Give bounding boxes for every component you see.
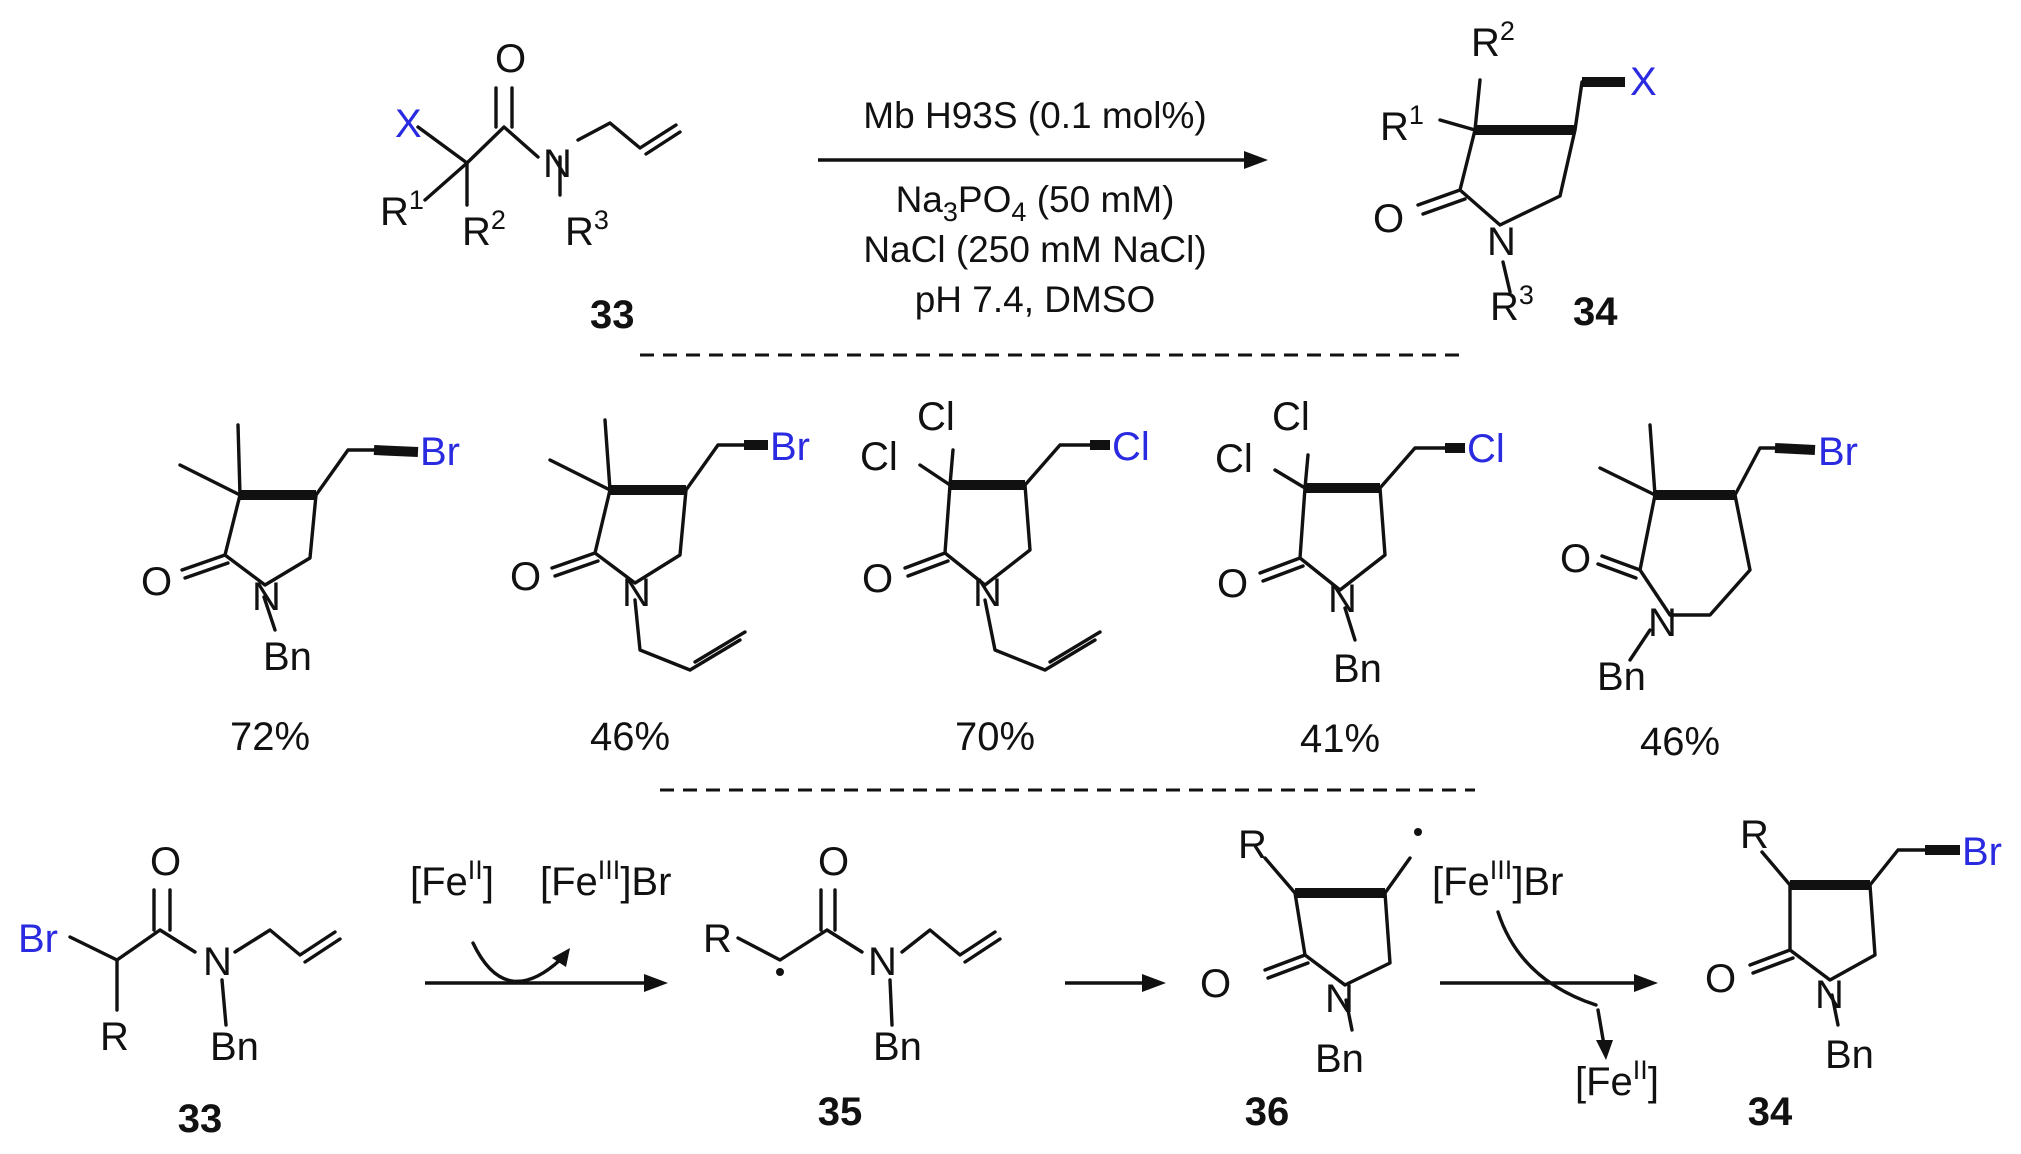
lactam-nitrogen-label: N <box>252 575 281 619</box>
bromine-label: Br <box>770 425 810 469</box>
carbonyl-oxygen-label: O <box>818 840 849 884</box>
mechanism-step-2 <box>1065 974 1166 992</box>
chlorine-label: Cl <box>1467 427 1505 471</box>
lactam-nitrogen-label: N <box>622 571 651 615</box>
carbonyl-oxygen-label: O <box>141 560 172 604</box>
compound-number-36: 36 <box>1245 1090 1290 1134</box>
scope-product-2: Br O N 46% <box>510 418 810 759</box>
carbonyl-oxygen-label: O <box>1560 537 1591 581</box>
lactam-nitrogen-label: N <box>1487 220 1516 264</box>
scope-product-4: Cl Cl Cl O N Bn 41% <box>1215 395 1505 761</box>
substrate-33: X O N R1 R2 R3 33 <box>380 37 682 337</box>
amide-nitrogen-label: N <box>543 142 572 186</box>
iron-ii-label: [FeII] <box>410 855 494 904</box>
r3-label: R3 <box>565 205 609 254</box>
bromine-label: Br <box>420 430 460 474</box>
lactam-nitrogen-label: N <box>973 571 1002 615</box>
yield-3: 70% <box>955 715 1035 759</box>
product-34: X R2 R1 O N R3 34 <box>1373 16 1657 334</box>
bromine-label: Br <box>1962 830 2002 874</box>
yield-1: 72% <box>230 715 310 759</box>
catalyst-label: Mb H93S (0.1 mol%) <box>863 95 1206 136</box>
scope-product-5: Br O N Bn 46% <box>1560 423 1858 764</box>
chlorine-label: Cl <box>860 435 898 479</box>
benzyl-label: Bn <box>873 1025 922 1069</box>
compound-number-34: 34 <box>1573 290 1618 334</box>
carbonyl-oxygen-label: O <box>862 557 893 601</box>
final-product-34: Br R O N Bn 34 <box>1705 813 2002 1134</box>
carbonyl-oxygen-label: O <box>1217 562 1248 606</box>
amide-nitrogen-label: N <box>203 940 232 984</box>
benzyl-label: Bn <box>263 635 312 679</box>
scope-product-3: Cl Cl Cl O N 70% <box>860 395 1150 759</box>
r2-label: R2 <box>1471 16 1515 65</box>
compound-number-35: 35 <box>818 1090 863 1134</box>
buffer-label: Na3PO4 (50 mM) <box>896 179 1175 227</box>
iron-iii-bromide-label: [FeIII]Br <box>1432 855 1563 904</box>
ph-solvent-label: pH 7.4, DMSO <box>915 279 1156 320</box>
compound-number-34: 34 <box>1748 1090 1793 1134</box>
r3-label: R3 <box>1490 280 1534 329</box>
benzyl-label: Bn <box>1597 655 1646 699</box>
carbonyl-oxygen-label: O <box>1705 957 1736 1001</box>
bromine-label: Br <box>18 917 58 961</box>
carbonyl-oxygen-label: O <box>1373 197 1404 241</box>
amide-nitrogen-label: N <box>868 940 897 984</box>
yield-2: 46% <box>590 715 670 759</box>
salt-label: NaCl (250 mM NaCl) <box>863 229 1206 270</box>
mechanism-step-1: [FeII] [FeIII]Br <box>410 855 671 992</box>
r1-label: R1 <box>380 185 424 234</box>
benzyl-label: Bn <box>1333 647 1382 691</box>
mechanism-step-3: [FeIII]Br [FeII] <box>1432 855 1659 1104</box>
chlorine-label: Cl <box>917 395 955 439</box>
carbonyl-oxygen-label: O <box>495 37 526 81</box>
lactam-nitrogen-label: N <box>1815 973 1844 1017</box>
chlorine-label: Cl <box>1215 437 1253 481</box>
lactam-nitrogen-label: N <box>1648 601 1677 645</box>
reaction-conditions: Mb H93S (0.1 mol%) Na3PO4 (50 mM) NaCl (… <box>818 95 1268 320</box>
r2-label: R2 <box>462 205 506 254</box>
radical-36: R O N Bn 36 <box>1200 823 1422 1134</box>
bromine-label: Br <box>1818 430 1858 474</box>
iron-ii-label: [FeII] <box>1575 1055 1659 1104</box>
carbonyl-oxygen-label: O <box>1200 962 1231 1006</box>
r-label: R <box>1238 823 1267 867</box>
compound-number-33: 33 <box>590 293 635 337</box>
yield-5: 46% <box>1640 720 1720 764</box>
chlorine-label: Cl <box>1112 425 1150 469</box>
r-label: R <box>100 1015 129 1059</box>
radical-35: R O N Bn 35 <box>703 840 1002 1134</box>
carbonyl-oxygen-label: O <box>150 840 181 884</box>
mechanism-substrate-33: Br O N R Bn 33 <box>18 840 342 1141</box>
r1-label: R1 <box>1380 100 1424 149</box>
benzyl-label: Bn <box>210 1025 259 1069</box>
chlorine-label: Cl <box>1272 395 1310 439</box>
carbonyl-oxygen-label: O <box>510 555 541 599</box>
benzyl-label: Bn <box>1315 1037 1364 1081</box>
benzyl-label: Bn <box>1825 1033 1874 1077</box>
iron-iii-bromide-label: [FeIII]Br <box>540 855 671 904</box>
r-label: R <box>1740 813 1769 857</box>
r-label: R <box>703 917 732 961</box>
compound-number-33: 33 <box>178 1097 223 1141</box>
lactam-nitrogen-label: N <box>1328 577 1357 621</box>
halogen-x-label: X <box>395 102 422 146</box>
lactam-nitrogen-label: N <box>1325 977 1354 1021</box>
scope-product-1: Br O N Bn 72% <box>141 423 460 759</box>
yield-4: 41% <box>1300 717 1380 761</box>
halogen-x-label: X <box>1630 60 1657 104</box>
